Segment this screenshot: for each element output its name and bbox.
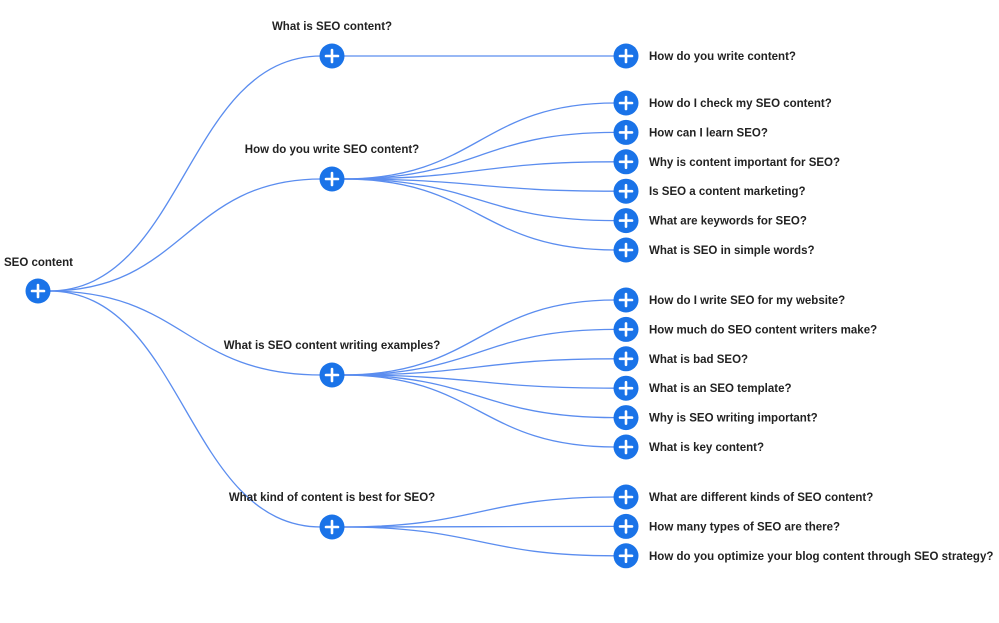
edge-what-kind-of-content-is-best-for-seo-to-leaf — [342, 525, 616, 528]
mind-map-edges — [48, 55, 616, 557]
leaf-node-how-can-i-learn-seo[interactable]: How can I learn SEO? — [613, 119, 768, 145]
node-label: What is SEO content? — [272, 21, 392, 33]
node-label: Why is SEO writing important? — [649, 413, 818, 425]
plus-circle-icon[interactable] — [25, 278, 51, 304]
plus-circle-icon[interactable] — [613, 543, 639, 569]
plus-circle-icon[interactable] — [613, 346, 639, 372]
node-label: How many types of SEO are there? — [649, 521, 840, 533]
plus-circle-icon[interactable] — [613, 405, 639, 431]
node-label: How do I check my SEO content? — [649, 98, 832, 110]
edge-what-kind-of-content-is-best-for-seo-to-leaf — [342, 496, 616, 528]
node-label: Why is content important for SEO? — [649, 157, 840, 169]
plus-circle-icon[interactable] — [613, 513, 639, 539]
leaf-node-what-are-different-kinds-of-seo-content[interactable]: What are different kinds of SEO content? — [613, 484, 874, 510]
plus-circle-icon[interactable] — [613, 375, 639, 401]
leaf-node-how-much-do-seo-content-writers-make[interactable]: How much do SEO content writers make? — [613, 316, 878, 342]
node-label: What is bad SEO? — [649, 354, 748, 366]
leaf-node-how-do-i-write-seo-for-my-website[interactable]: How do I write SEO for my website? — [613, 287, 846, 313]
node-label: How much do SEO content writers make? — [649, 324, 877, 336]
plus-circle-icon[interactable] — [613, 287, 639, 313]
edge-how-do-you-write-seo-content-to-leaf — [342, 161, 616, 180]
plus-circle-icon[interactable] — [613, 484, 639, 510]
plus-circle-icon[interactable] — [319, 514, 345, 540]
leaf-node-how-many-types-of-seo-are-there[interactable]: How many types of SEO are there? — [613, 513, 841, 539]
edge-how-do-you-write-seo-content-to-leaf — [342, 178, 616, 192]
node-label: How do you write SEO content? — [245, 144, 419, 156]
plus-circle-icon[interactable] — [613, 434, 639, 460]
node-label: What kind of content is best for SEO? — [229, 492, 435, 504]
branch-node-how-do-you-write-seo-content[interactable]: How do you write SEO content? — [245, 144, 419, 192]
branch-node-what-is-seo-content-writing-examples[interactable]: What is SEO content writing examples? — [224, 340, 441, 388]
edge-how-do-you-write-seo-content-to-leaf — [342, 178, 616, 222]
edge-what-is-seo-content-writing-examples-to-leaf — [342, 299, 616, 376]
node-label: How do you write content? — [649, 51, 796, 63]
plus-circle-icon[interactable] — [613, 316, 639, 342]
root-node[interactable]: SEO content — [4, 257, 73, 304]
edge-what-is-seo-content-writing-examples-to-leaf — [342, 374, 616, 419]
leaf-node-is-seo-a-content-marketing[interactable]: Is SEO a content marketing? — [613, 178, 806, 204]
plus-circle-icon[interactable] — [613, 237, 639, 263]
edge-what-kind-of-content-is-best-for-seo-to-leaf — [342, 526, 616, 557]
plus-circle-icon[interactable] — [613, 43, 639, 69]
leaf-node-how-do-you-write-content[interactable]: How do you write content? — [613, 43, 796, 69]
node-label: How do you optimize your blog content th… — [649, 551, 993, 563]
leaf-node-what-is-key-content[interactable]: What is key content? — [613, 434, 765, 460]
plus-circle-icon[interactable] — [613, 208, 639, 234]
plus-circle-icon[interactable] — [613, 90, 639, 116]
edge-what-is-seo-content-writing-examples-to-leaf — [342, 374, 616, 389]
node-label: What is key content? — [649, 442, 764, 454]
edge-root-to-what-is-seo-content — [48, 55, 322, 292]
edge-what-is-seo-content-writing-examples-to-leaf — [342, 358, 616, 376]
edge-root-to-what-kind-of-content-is-best-for-seo — [48, 290, 322, 528]
node-label: What is SEO content writing examples? — [224, 340, 441, 352]
mind-map-nodes: How do you write content? What is SEO con… — [4, 21, 994, 569]
leaf-node-why-is-content-important-for-seo[interactable]: Why is content important for SEO? — [613, 149, 841, 175]
node-label: What is an SEO template? — [649, 383, 792, 395]
edge-root-to-how-do-you-write-seo-content — [48, 178, 322, 292]
node-label: How can I learn SEO? — [649, 127, 768, 139]
branch-node-what-kind-of-content-is-best-for-seo[interactable]: What kind of content is best for SEO? — [229, 492, 435, 540]
node-label: What is SEO in simple words? — [649, 245, 815, 257]
leaf-node-what-is-seo-in-simple-words[interactable]: What is SEO in simple words? — [613, 237, 815, 263]
plus-circle-icon[interactable] — [319, 166, 345, 192]
edge-how-do-you-write-seo-content-to-leaf — [342, 131, 616, 180]
leaf-node-what-is-an-seo-template[interactable]: What is an SEO template? — [613, 375, 792, 401]
plus-circle-icon[interactable] — [613, 178, 639, 204]
edge-what-is-seo-content-writing-examples-to-leaf — [342, 328, 616, 376]
leaf-node-what-is-bad-seo[interactable]: What is bad SEO? — [613, 346, 749, 372]
leaf-node-why-is-seo-writing-important[interactable]: Why is SEO writing important? — [613, 405, 818, 431]
edge-how-do-you-write-seo-content-to-leaf — [342, 102, 616, 180]
edge-root-to-what-is-seo-content-writing-examples — [48, 290, 322, 376]
node-label: Is SEO a content marketing? — [649, 186, 806, 198]
edge-how-do-you-write-seo-content-to-leaf — [342, 178, 616, 251]
node-label: SEO content — [4, 257, 73, 269]
leaf-node-what-are-keywords-for-seo[interactable]: What are keywords for SEO? — [613, 208, 807, 234]
plus-circle-icon[interactable] — [319, 362, 345, 388]
plus-circle-icon[interactable] — [319, 43, 345, 69]
leaf-node-how-do-you-optimize-your-blog-content-th[interactable]: How do you optimize your blog content th… — [613, 543, 994, 569]
plus-circle-icon[interactable] — [613, 149, 639, 175]
branch-node-what-is-seo-content[interactable]: What is SEO content? — [272, 21, 392, 69]
node-label: How do I write SEO for my website? — [649, 295, 845, 307]
node-label: What are keywords for SEO? — [649, 216, 807, 228]
edge-what-is-seo-content-writing-examples-to-leaf — [342, 374, 616, 448]
leaf-node-how-do-i-check-my-seo-content[interactable]: How do I check my SEO content? — [613, 90, 832, 116]
node-label: What are different kinds of SEO content? — [649, 492, 873, 504]
plus-circle-icon[interactable] — [613, 119, 639, 145]
